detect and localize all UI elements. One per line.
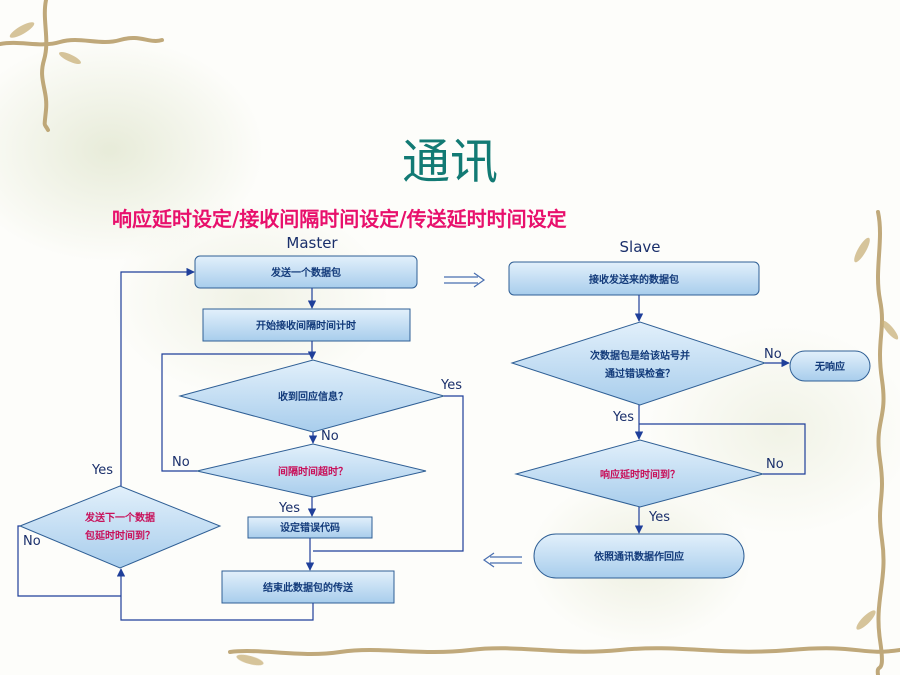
label-delay-yes: Yes (648, 510, 670, 525)
label-recv-yes: Yes (440, 378, 462, 393)
label-send-next-no: No (23, 534, 41, 549)
master-header: Master (286, 234, 338, 252)
slave-to-master-arrow (482, 552, 522, 568)
slave-reply-node: 依照通讯数据作回应 (533, 533, 745, 579)
slave-receive-packet-label: 接收发送来的数据包 (589, 273, 679, 286)
edge-send-next-yes-loop (120, 267, 195, 486)
master-start-timer-node: 开始接收间隔时间计时 (202, 308, 411, 342)
bamboo-leaf (881, 320, 899, 340)
bamboo-stalk-top-left (0, 36, 164, 47)
master-send-next-label-1: 发送下一个数据 (84, 511, 155, 524)
master-start-timer-label: 开始接收间隔时间计时 (256, 319, 356, 332)
slave-receive-packet-node: 接收发送来的数据包 (508, 261, 760, 296)
slave-connectors (634, 295, 806, 534)
edge-timeout-no-loop (161, 353, 313, 472)
label-timeout-no: No (172, 455, 190, 470)
master-recv-reply-label: 收到回应信息？ (278, 390, 348, 403)
slave-no-response-label: 无响应 (814, 360, 845, 373)
master-recv-reply-decision: 收到回应信息？ (178, 359, 446, 433)
slave-header: Slave (620, 238, 661, 256)
slide-subtitle: 响应延时设定/接收间隔时间设定/传送延时时间设定 (112, 207, 567, 231)
bamboo-leaf (856, 610, 876, 630)
slave-response-delay-label: 响应延时时间到？ (600, 468, 680, 481)
label-check-no: No (764, 347, 782, 362)
master-end-transfer-node: 结束此数据包的传送 (221, 570, 395, 604)
label-delay-no: No (766, 457, 784, 472)
slide-title: 通讯 (401, 134, 498, 190)
edge-recv-yes-to-end (313, 395, 464, 552)
edge-send-next-no-loop (17, 525, 121, 597)
master-send-packet-label: 发送一个数据包 (270, 266, 341, 279)
slave-check-decision: 次数据包是给该站号并 通过错误检查？ (510, 321, 767, 406)
master-set-error-code-node: 设定错误代码 (247, 516, 373, 539)
slave-check-label-1: 次数据包是给该站号并 (590, 349, 690, 362)
slave-reply-label: 依照通讯数据作回应 (594, 550, 684, 563)
bamboo-leaf (854, 237, 870, 263)
bamboo-stalk-bottom (228, 646, 900, 656)
bamboo-stalk-left (40, 0, 50, 132)
slave-response-delay-decision: 响应延时时间到？ (514, 439, 765, 508)
master-to-slave-arrow (444, 272, 486, 288)
label-send-next-yes: Yes (91, 463, 113, 478)
master-send-packet-node: 发送一个数据包 (194, 255, 418, 289)
master-interval-timeout-label: 间隔时间超时？ (278, 465, 348, 478)
edge-delay-no-loop (639, 423, 806, 475)
master-send-next-decision: 发送下一个数据 包延时时间到？ (18, 485, 222, 569)
label-check-yes: Yes (612, 410, 634, 425)
bamboo-leaf (236, 654, 264, 666)
slave-check-label-2: 通过错误检查？ (605, 367, 675, 380)
master-connectors (17, 267, 464, 621)
label-timeout-yes: Yes (278, 501, 300, 516)
label-recv-no: No (321, 429, 339, 444)
master-interval-timeout-decision: 间隔时间超时？ (196, 443, 427, 498)
bamboo-leaf (59, 52, 81, 64)
master-set-error-code-label: 设定错误代码 (280, 521, 340, 534)
master-send-next-label-2: 包延时时间到？ (85, 529, 155, 542)
edge-end-to-send-next (116, 568, 314, 621)
bamboo-stalk-right (875, 210, 886, 675)
slave-no-response-node: 无响应 (789, 350, 871, 382)
master-end-transfer-label: 结束此数据包的传送 (263, 581, 354, 594)
bamboo-leaf (9, 22, 35, 38)
